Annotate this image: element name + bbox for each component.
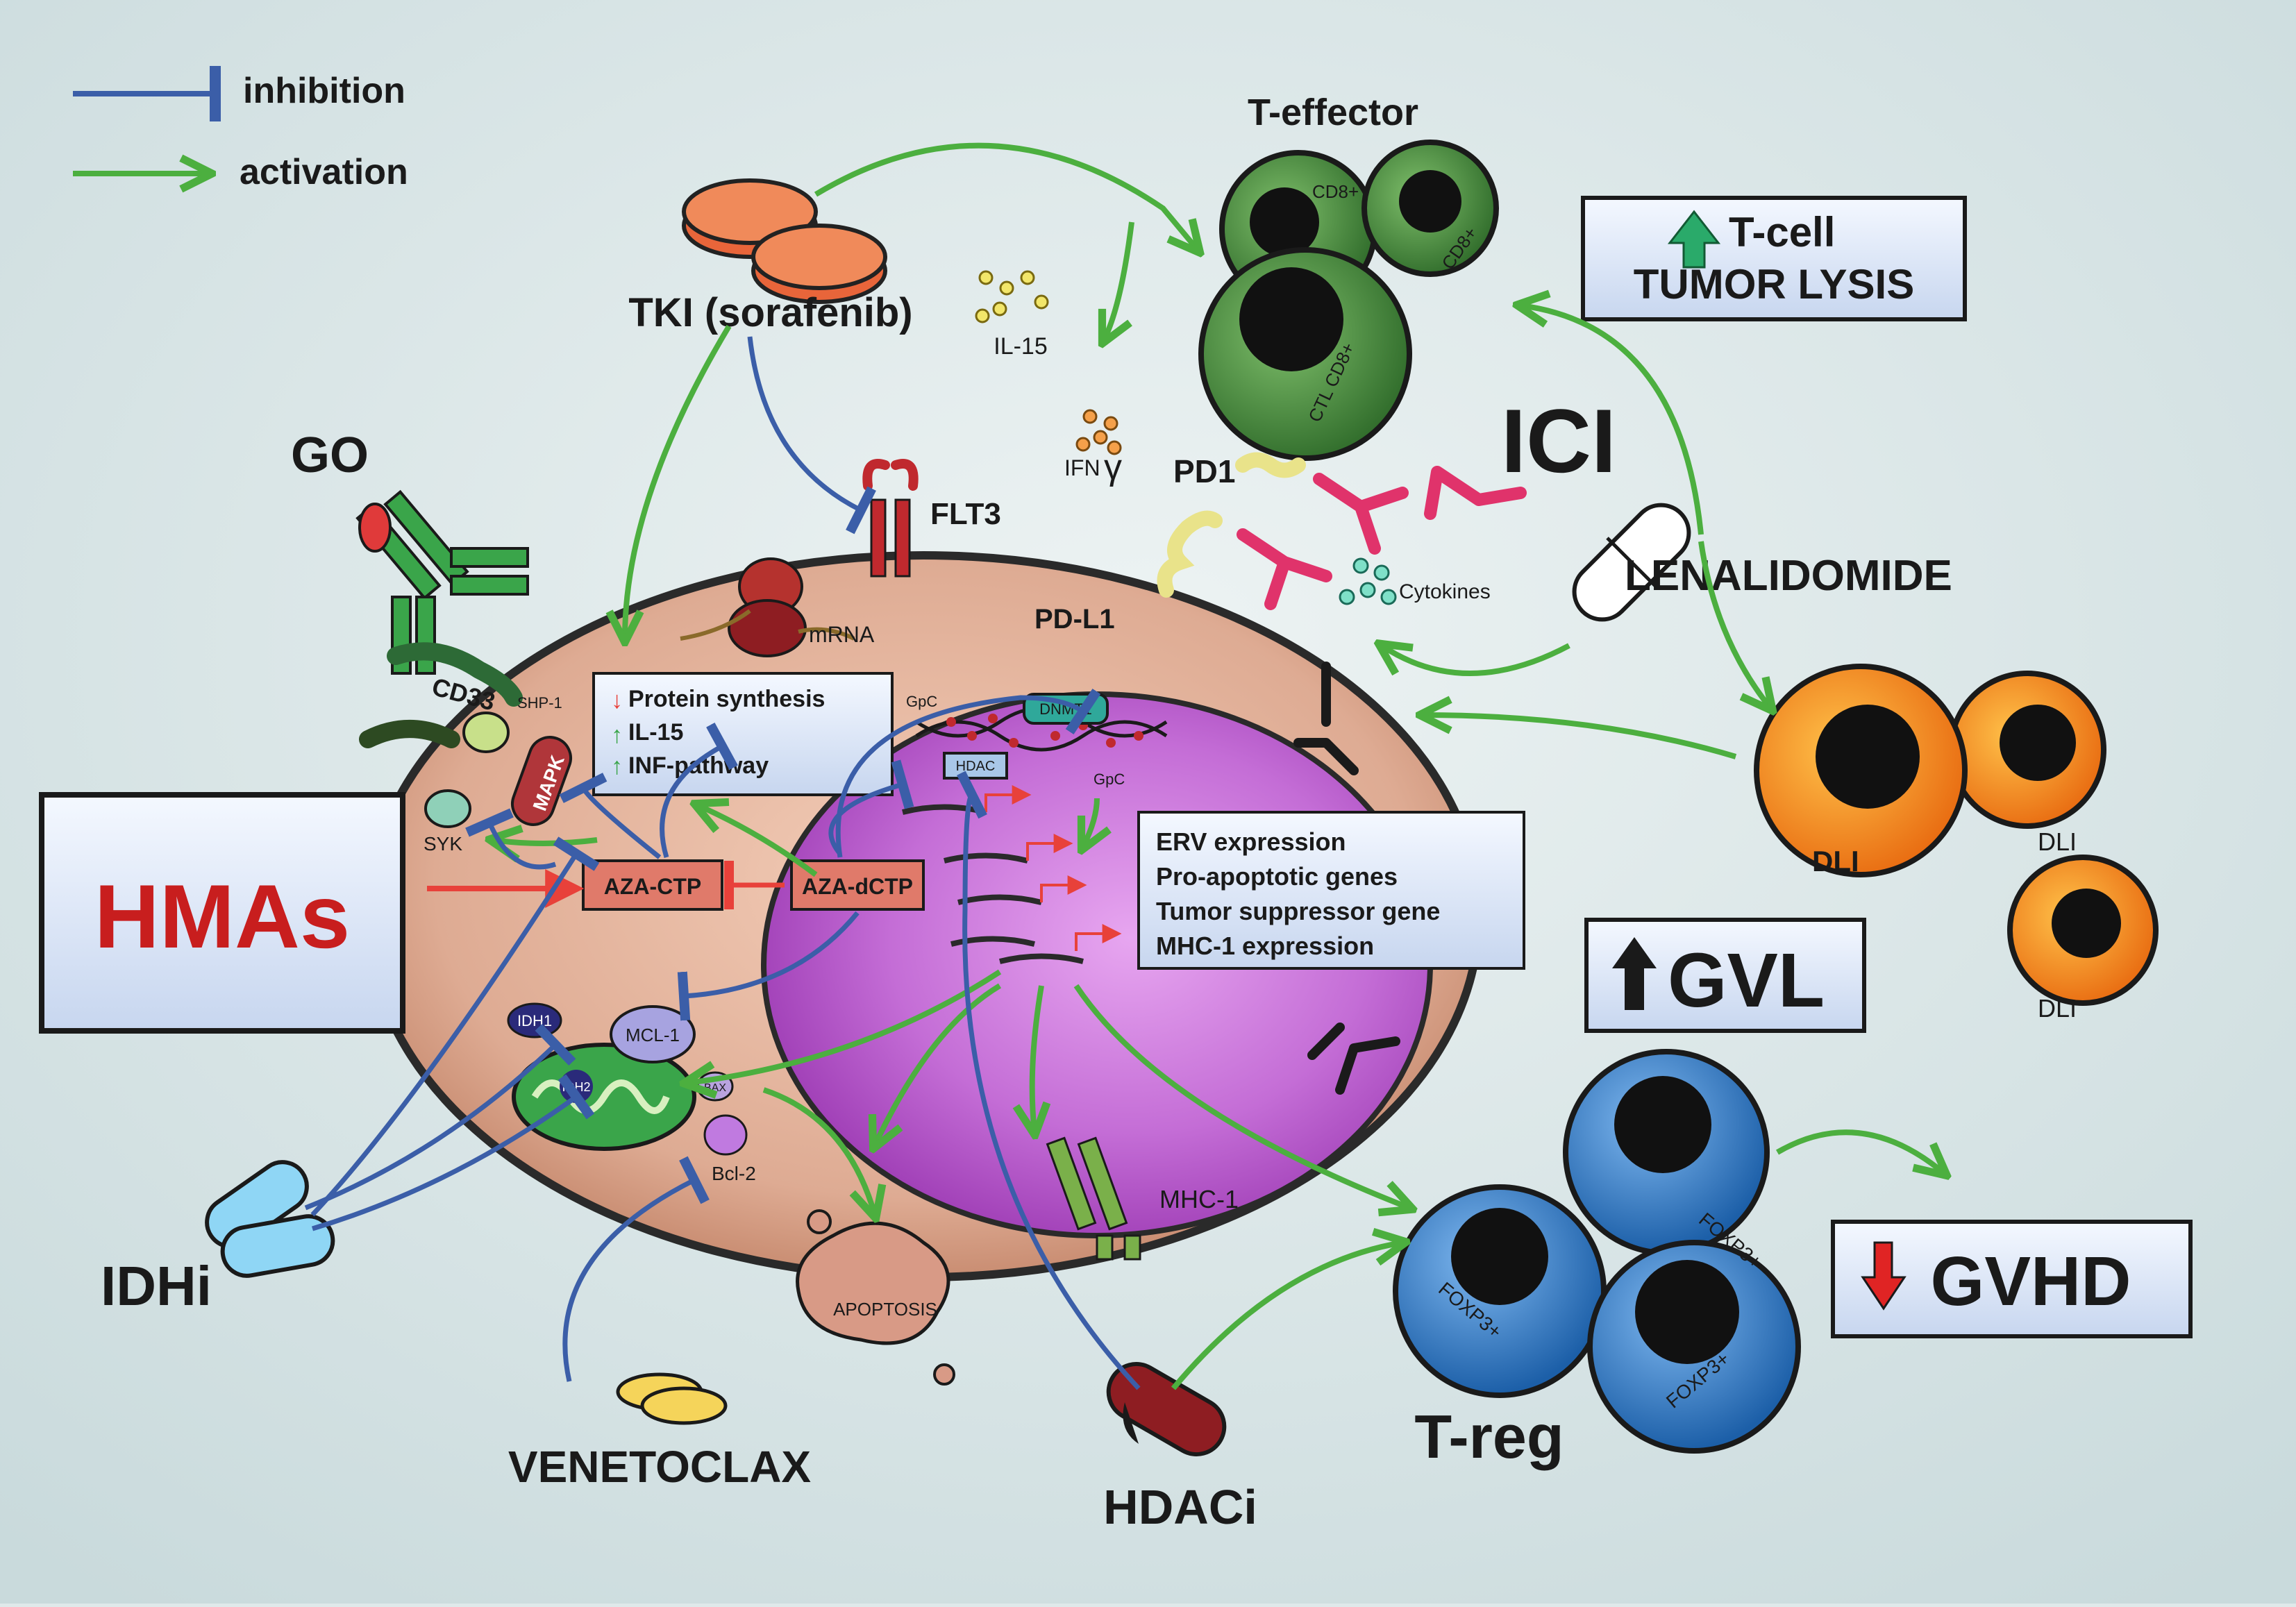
- mcl1-protein: [610, 1005, 696, 1063]
- lenalidomide-capsule-icon: [1572, 503, 1691, 622]
- cytokine-dots: [1339, 557, 1397, 605]
- ifn-label: IFN: [1064, 455, 1100, 480]
- syk-protein: [424, 789, 471, 828]
- gene-line-1: ERV expression: [1156, 827, 1346, 856]
- hmas-label: HMAs: [94, 866, 350, 967]
- flt3-receptor-icon: [862, 459, 919, 578]
- bcl2-label: Bcl-2: [712, 1163, 756, 1184]
- ifn-gamma-label: γ: [1104, 447, 1122, 487]
- tumor-lysis-label: TUMOR LYSIS: [1634, 261, 1915, 308]
- protein-line-3: INF-pathway: [628, 752, 769, 779]
- lenalidomide-label: LENALIDOMIDE: [1625, 552, 1952, 600]
- tcell-tumor-lysis-box: T-cell TUMOR LYSIS: [1581, 196, 1967, 321]
- shp1-label: SHP-1: [517, 694, 562, 712]
- il15-dots: [975, 270, 1049, 323]
- gvhd-label: GVHD: [1931, 1243, 2131, 1320]
- ici-label: ICI: [1501, 390, 1616, 491]
- flt3-label: FLT3: [930, 497, 1001, 531]
- shp1-protein: [462, 712, 510, 753]
- venetoclax-pill-icon: [616, 1372, 728, 1425]
- apoptosis-blob: [796, 1209, 955, 1386]
- tcell-label: T-cell: [1729, 209, 1835, 255]
- il15-arrow-up-icon: ↑: [611, 722, 623, 748]
- t-effector-cells: [1198, 140, 1499, 461]
- idhi-label: IDHi: [101, 1255, 212, 1317]
- il15-label: IL-15: [994, 333, 1048, 360]
- aza-dctp-label: AZA-dCTP: [802, 874, 913, 899]
- t-reg-cells: [1393, 1049, 1801, 1454]
- aza-dctp-box: AZA-dCTP: [790, 859, 925, 911]
- dli-label-2: DLI: [2038, 827, 2077, 856]
- gvl-label: GVL: [1668, 938, 1825, 1023]
- cd33-receptor: [387, 642, 523, 707]
- t-effector-label: T-effector: [1248, 92, 1418, 133]
- aza-ctp-label: AZA-CTP: [604, 874, 701, 899]
- gvhd-down-arrow-icon: [1861, 1241, 1907, 1311]
- gvl-up-arrow-icon: [1612, 937, 1657, 1010]
- gene-line-3: Tumor suppressor gene: [1156, 897, 1440, 925]
- hdaci-label: HDACi: [1103, 1480, 1257, 1534]
- tki-label: TKI (sorafenib): [628, 290, 912, 335]
- go-label: GO: [291, 428, 369, 483]
- pdl1-receptor: [1157, 510, 1223, 598]
- idhi-pill-icon: [205, 1160, 335, 1278]
- mrna-label: mRNA: [809, 622, 875, 647]
- legend-inhibition-label: inhibition: [243, 71, 405, 111]
- gene-line-4: MHC-1 expression: [1156, 932, 1374, 960]
- gene-line-2: Pro-apoptotic genes: [1156, 862, 1398, 891]
- go-antibody-icon: [355, 489, 529, 675]
- mcl1-label: MCL-1: [626, 1025, 680, 1045]
- gpc-label-2: GpC: [1093, 771, 1125, 788]
- activation-arrows: [493, 142, 1944, 1390]
- aza-ctp-box: AZA-CTP: [582, 859, 723, 911]
- hdac-protein: HDAC: [943, 752, 1008, 780]
- cell-surface-receptors: [1293, 662, 1400, 1095]
- gene-expression-box: ERV expression Pro-apoptotic genes Tumor…: [1137, 811, 1525, 970]
- gvhd-box: GVHD: [1831, 1220, 2193, 1338]
- legend-activation-label: activation: [240, 152, 408, 192]
- pd1-receptor: [1235, 452, 1306, 478]
- dli-label-3: DLI: [2038, 994, 2077, 1023]
- protein-synthesis-box: ↓ ↑ ↑ Protein synthesis IL-15 INF-pathwa…: [592, 672, 894, 796]
- apoptosis-label: APOPTOSIS: [833, 1299, 937, 1320]
- legend: inhibition activation: [73, 66, 408, 192]
- hdac-label: HDAC: [956, 759, 996, 774]
- protein-line-1: Protein synthesis: [628, 686, 825, 712]
- t-reg-label: T-reg: [1414, 1402, 1564, 1471]
- tki-pill-icon: [682, 178, 887, 304]
- ribosome-icon: [680, 557, 855, 657]
- ifn-dots: [1075, 409, 1122, 455]
- cd8-label-1: CD8+: [1312, 181, 1359, 202]
- protein-arrow-down-icon: ↓: [611, 687, 623, 714]
- inf-arrow-up-icon: ↑: [611, 753, 623, 780]
- idh1-label: IDH1: [517, 1012, 552, 1029]
- syk-label: SYK: [424, 833, 462, 855]
- bax-label: BAX: [704, 1082, 726, 1094]
- pd1-label: PD1: [1173, 453, 1235, 489]
- venetoclax-label: VENETOCLAX: [508, 1442, 812, 1492]
- protein-line-2: IL-15: [628, 719, 683, 746]
- idh2-label: IDH2: [562, 1080, 590, 1094]
- pdl1-label: PD-L1: [1034, 604, 1115, 634]
- gvl-box: GVL: [1584, 918, 1866, 1033]
- mhc1-icon: [1046, 1136, 1141, 1261]
- bcl2-protein: [703, 1114, 748, 1156]
- ici-antibody-icon: [1237, 466, 1527, 610]
- cytokines-label: Cytokines: [1399, 580, 1491, 603]
- inhibition-lines: [304, 336, 1141, 1390]
- dli-label-1: DLI: [1812, 845, 1859, 877]
- dli-cells: [1754, 664, 2159, 1006]
- hmas-box: HMAs: [39, 792, 405, 1034]
- cd33-receptor-2: [359, 720, 460, 748]
- mhc1-label: MHC-1: [1159, 1185, 1239, 1213]
- gpc-label-1: GpC: [906, 693, 937, 710]
- tcell-up-arrow-icon: [1667, 210, 1721, 269]
